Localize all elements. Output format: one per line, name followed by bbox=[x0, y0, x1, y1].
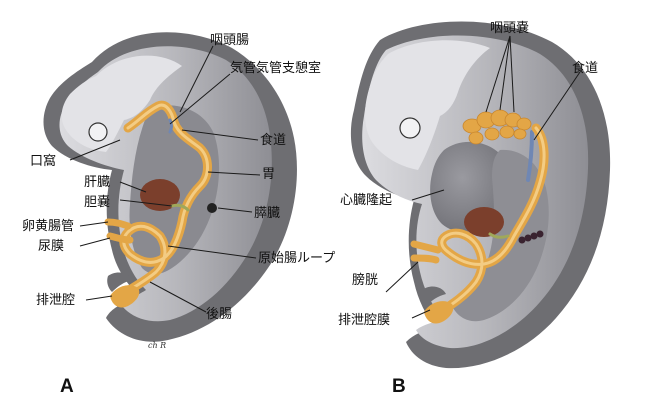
label-cloacal-membrane: 排泄腔膜 bbox=[338, 313, 390, 328]
label-tracheobronchial-diverticulum: 気管気管支憩室 bbox=[230, 60, 321, 76]
tail-b bbox=[421, 286, 446, 306]
signature-a: ch R bbox=[148, 341, 166, 350]
pancreas-b bbox=[518, 230, 544, 244]
eye-b bbox=[399, 117, 421, 139]
cloaca-b bbox=[424, 301, 454, 324]
tail-a bbox=[107, 272, 132, 292]
label-liver: 肝臓 bbox=[84, 175, 110, 190]
cloaca-a bbox=[110, 285, 140, 308]
label-pharyngeal-pouches: 咽頭嚢 bbox=[490, 20, 529, 36]
liver-b bbox=[464, 207, 504, 237]
label-vitelline-duct: 卵黄腸管 bbox=[22, 219, 74, 234]
gallbladder-a bbox=[170, 203, 190, 212]
label-stomach: 胃 bbox=[262, 167, 275, 182]
esophagus-b bbox=[526, 130, 534, 182]
vitelline-b bbox=[410, 254, 440, 264]
label-bladder: 膀胱 bbox=[352, 272, 378, 288]
label-pharyngeal-gut: 咽頭腸 bbox=[210, 33, 249, 48]
pancreas-a bbox=[207, 203, 217, 213]
label-allantois: 尿膜 bbox=[38, 239, 64, 254]
label-heart-bulge: 心臓隆起 bbox=[340, 193, 392, 208]
bladder-b bbox=[410, 240, 442, 254]
label-stomodeum: 口窩 bbox=[30, 153, 56, 169]
panel-b: 咽頭嚢 食道 心臓隆起 膀胱 排泄腔膜 B bbox=[338, 20, 611, 397]
panel-letter-a: A bbox=[60, 376, 74, 397]
label-primary-intestinal-loop: 原始腸ループ bbox=[258, 251, 335, 266]
allantois-a bbox=[106, 232, 134, 244]
label-esophagus-a: 食道 bbox=[260, 132, 286, 148]
gut-lumen-b bbox=[432, 126, 546, 318]
eye-a bbox=[88, 122, 108, 142]
embryo-b-cavity bbox=[452, 149, 549, 322]
gut-lumen-a bbox=[116, 103, 209, 302]
gallbladder-b bbox=[488, 232, 510, 239]
panel-a: ch R 咽頭腸 気管気管支憩室 食道 口窩 胃 肝臓 胆嚢 膵臓 卵黄腸管 尿… bbox=[22, 32, 335, 397]
trachea-bud-a bbox=[168, 118, 173, 134]
embryo-b-head bbox=[365, 40, 490, 171]
label-hindgut: 後腸 bbox=[206, 307, 232, 322]
label-cloaca: 排泄腔 bbox=[36, 293, 75, 308]
label-gallbladder: 胆嚢 bbox=[84, 194, 110, 210]
label-pancreas: 膵臓 bbox=[254, 206, 280, 221]
label-esophagus-b: 食道 bbox=[572, 60, 598, 76]
panel-letter-b: B bbox=[392, 376, 406, 397]
vitelline-a bbox=[104, 218, 132, 230]
